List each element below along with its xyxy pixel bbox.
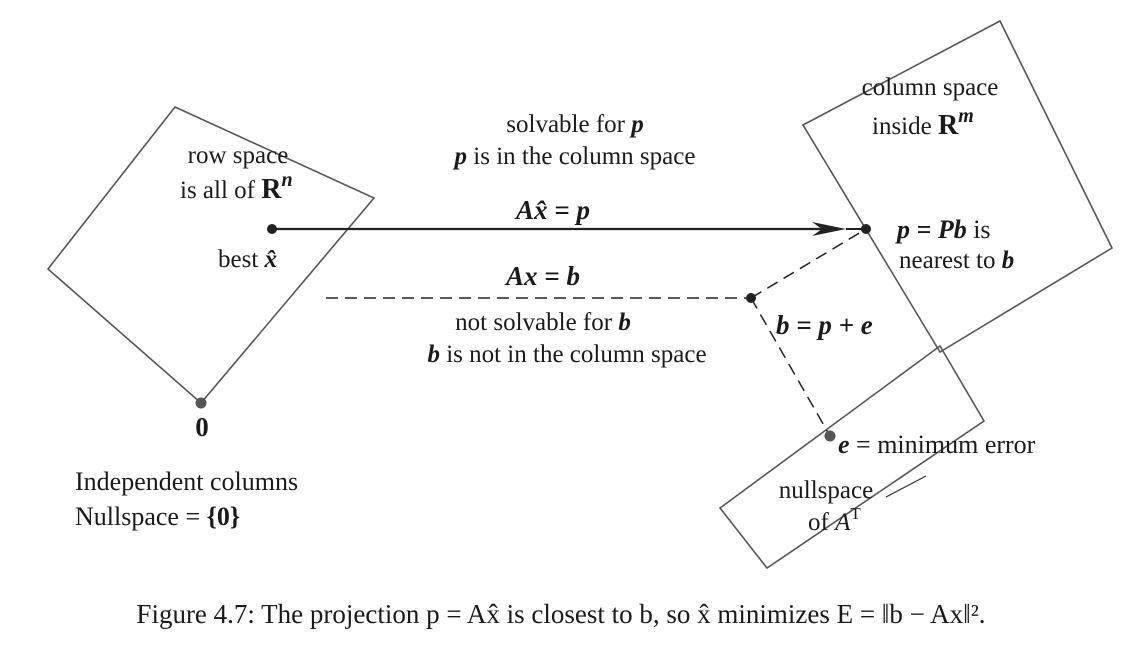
minimum-error-suffix: = minimum error	[850, 430, 1036, 459]
p-in-column-space-suffix: is in the column space	[467, 143, 695, 170]
not-solvable-label: not solvable for b	[455, 309, 631, 336]
transpose-superscript: T	[850, 504, 861, 523]
not-solvable-var: b	[618, 309, 631, 336]
column-space-inside-label: inside Rm	[872, 105, 974, 141]
figure-caption: Figure 4.7: The projection p = Ax̂ is cl…	[136, 599, 985, 629]
b-not-in-column-space-suffix: is not in the column space	[440, 341, 707, 368]
best-prefix: best	[218, 246, 265, 273]
r-m-superscript: m	[958, 105, 974, 127]
r-m-symbol: R	[938, 110, 959, 141]
p-point	[861, 224, 871, 234]
p-var: p	[453, 143, 468, 170]
a-var: A	[833, 509, 851, 536]
e-var: e	[838, 430, 850, 459]
nearest-prefix: nearest to	[899, 247, 1002, 274]
best-x-hat-label: best x̂	[218, 246, 277, 273]
origin-label: 0	[195, 412, 209, 442]
r-n-superscript: n	[281, 169, 292, 191]
nullspace-zero-prefix: Nullspace =	[75, 502, 207, 531]
b-equals-p-plus-e: b = p + e	[776, 310, 873, 340]
b-var: b	[427, 341, 440, 368]
independent-columns-label: Independent columns	[75, 467, 298, 496]
dashed-b-to-e	[750, 297, 831, 437]
nullspace-label: nullspace	[779, 477, 873, 504]
p-equals-pb-label: p = Pb is	[895, 215, 991, 244]
solvable-prefix: solvable for	[506, 111, 631, 138]
nullspace-leader-line	[885, 475, 927, 498]
solvable-equation: Ax̂ = p	[514, 195, 590, 225]
column-space-region	[801, 19, 1114, 354]
b-not-in-column-space-label: b is not in the column space	[427, 341, 706, 368]
nearest-to-b-label: nearest to b	[899, 247, 1014, 274]
nullspace-zero-label: Nullspace = {0}	[75, 502, 240, 531]
inside-prefix: inside	[872, 113, 938, 140]
x-hat-symbol: x̂	[264, 246, 278, 273]
solvable-label: solvable for p	[506, 111, 643, 138]
b-point	[746, 293, 756, 303]
row-space-region	[46, 106, 376, 405]
unsolvable-equation: Ax = b	[504, 261, 580, 291]
p-is-suffix: is	[967, 215, 991, 244]
row-space-all-prefix: is all of	[180, 177, 261, 204]
e-point	[824, 430, 836, 442]
nearest-b-var: b	[1002, 247, 1015, 274]
left-nullspace-region	[718, 344, 986, 570]
row-space-label: row space	[188, 142, 289, 169]
arrowhead	[812, 222, 846, 236]
r-n-symbol: R	[261, 174, 282, 205]
row-space-all-label: is all of Rn	[180, 169, 293, 205]
minimum-error-label: e = minimum error	[838, 430, 1036, 459]
zero-set: {0}	[207, 502, 241, 531]
x-hat-point	[267, 224, 277, 234]
p-equals-pb: p = Pb	[895, 215, 967, 244]
p-in-column-space-label: p is in the column space	[453, 143, 696, 170]
solvable-var: p	[629, 111, 644, 138]
not-solvable-prefix: not solvable for	[455, 309, 618, 336]
dashed-b-to-p	[750, 228, 867, 299]
column-space-label: column space	[862, 74, 999, 101]
nullspace-at-label: of AT	[808, 504, 861, 536]
of-prefix: of	[808, 509, 835, 536]
origin-point	[195, 397, 207, 409]
